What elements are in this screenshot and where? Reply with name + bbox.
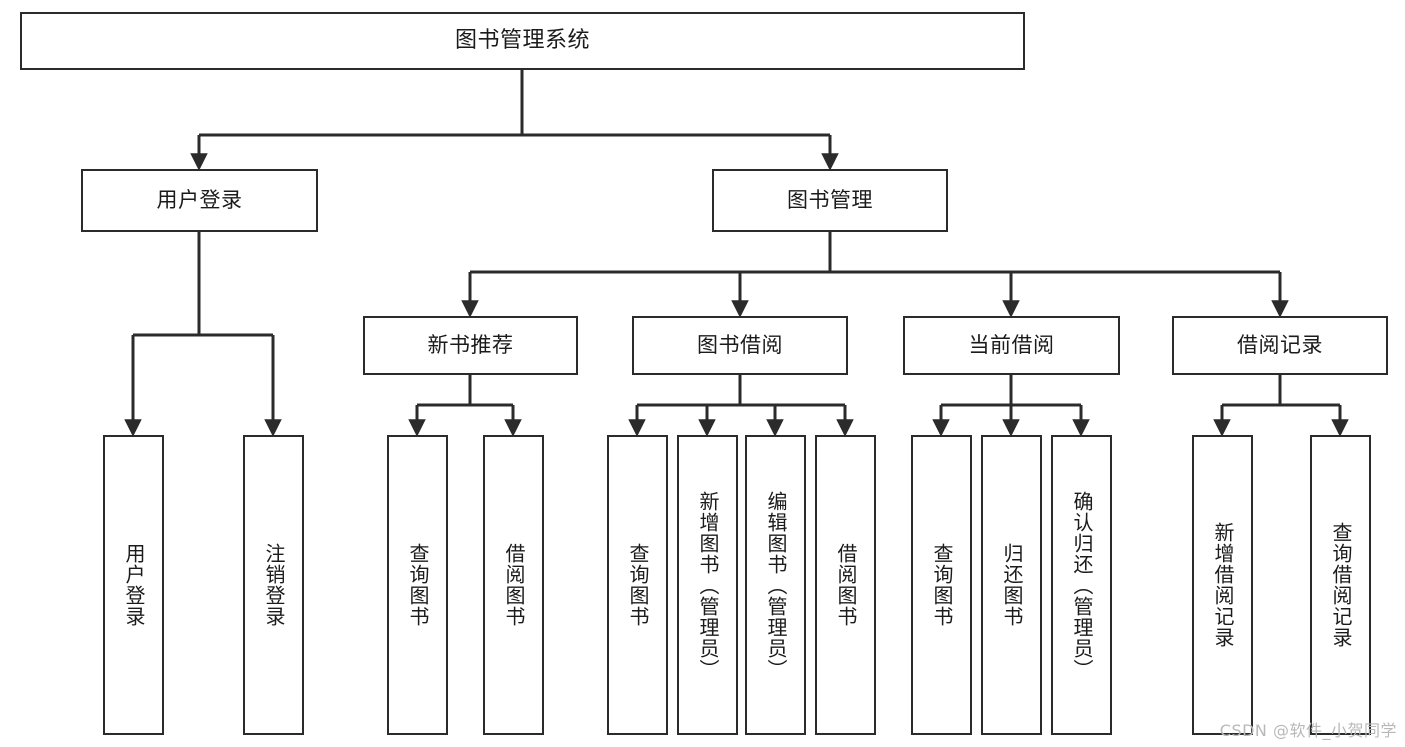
node-label: 借阅图书: [834, 543, 858, 627]
node-root-system[interactable]: 图书管理系统: [20, 12, 1025, 70]
node-label: 注销登录: [262, 543, 286, 627]
node-label: 新增图书（管理员）: [696, 490, 720, 680]
node-current-borrow[interactable]: 当前借阅: [903, 316, 1120, 375]
leaf-newbooks-query-book[interactable]: 查询图书: [387, 435, 448, 735]
leaf-newbooks-borrow-book[interactable]: 借阅图书: [483, 435, 544, 735]
node-label: 新增借阅记录: [1211, 522, 1235, 648]
node-label: 借阅记录: [1237, 332, 1323, 357]
node-book-borrow[interactable]: 图书借阅: [632, 316, 848, 375]
node-label: 查询图书: [626, 543, 650, 627]
node-label: 用户登录: [122, 543, 146, 627]
leaf-borrow-add-book-admin[interactable]: 新增图书（管理员）: [677, 435, 738, 735]
node-label: 查询图书: [406, 543, 430, 627]
leaf-current-return-book[interactable]: 归还图书: [981, 435, 1042, 735]
watermark: CSDN @软件_小贺同学: [1219, 721, 1397, 740]
node-label: 图书管理: [787, 187, 873, 212]
node-label: 编辑图书（管理员）: [764, 490, 788, 680]
node-label: 确认归还（管理员）: [1070, 490, 1094, 680]
node-label: 用户登录: [156, 187, 243, 212]
node-label: 查询图书: [930, 543, 954, 627]
leaf-records-query-record[interactable]: 查询借阅记录: [1310, 435, 1371, 735]
node-label: 查询借阅记录: [1329, 522, 1353, 648]
node-new-book-recommend[interactable]: 新书推荐: [363, 316, 578, 375]
node-label: 图书管理系统: [454, 27, 590, 53]
leaf-borrow-query-book[interactable]: 查询图书: [607, 435, 668, 735]
node-book-management[interactable]: 图书管理: [712, 169, 948, 232]
node-label: 图书借阅: [697, 332, 783, 357]
node-label: 借阅图书: [502, 543, 526, 627]
node-label: 新书推荐: [427, 332, 514, 357]
leaf-current-query-book[interactable]: 查询图书: [911, 435, 972, 735]
node-label: 当前借阅: [968, 332, 1055, 357]
node-borrow-records[interactable]: 借阅记录: [1172, 316, 1388, 375]
leaf-borrow-edit-book-admin[interactable]: 编辑图书（管理员）: [745, 435, 806, 735]
leaf-user-login-signout[interactable]: 注销登录: [243, 435, 304, 735]
leaf-user-login-signin[interactable]: 用户登录: [103, 435, 164, 735]
leaf-records-add-record[interactable]: 新增借阅记录: [1192, 435, 1253, 735]
node-user-login[interactable]: 用户登录: [81, 169, 318, 232]
leaf-borrow-borrow-book[interactable]: 借阅图书: [815, 435, 876, 735]
leaf-current-confirm-return-admin[interactable]: 确认归还（管理员）: [1051, 435, 1112, 735]
node-label: 归还图书: [1000, 543, 1024, 627]
